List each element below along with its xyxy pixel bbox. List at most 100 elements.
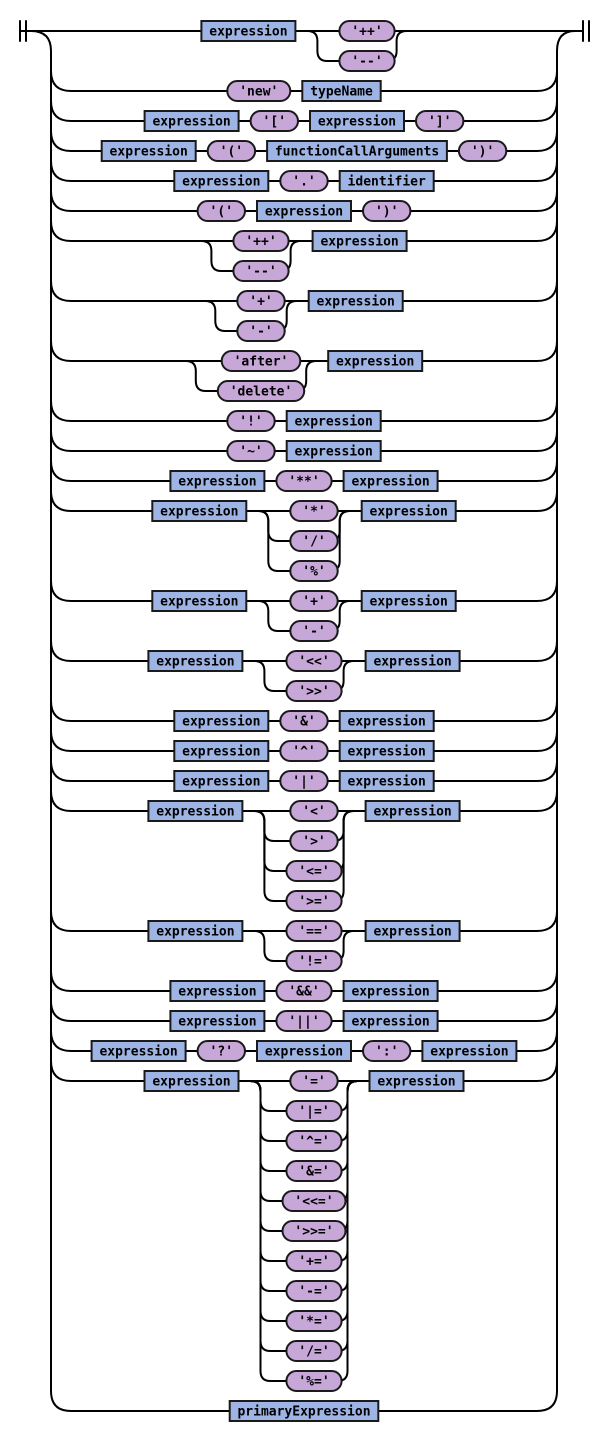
nonterminal-expression: expression [147, 920, 244, 942]
nonterminal-expression: expression [307, 290, 404, 312]
terminal-label: '**' [288, 475, 319, 490]
nonterminal-label: expression [295, 445, 373, 460]
terminal-label: '(' [210, 205, 233, 220]
terminal-amp-amp: '&&' [275, 980, 333, 1002]
terminal-label: ':' [375, 1045, 398, 1060]
terminal-caret: '^' [279, 740, 329, 762]
terminal-label: '*=' [298, 1315, 329, 1330]
terminal-slash: '/' [289, 530, 339, 552]
terminal-label: '<' [302, 805, 325, 820]
nonterminal-label: expression [317, 295, 395, 310]
terminal-minus-minus: '--' [232, 260, 290, 282]
terminal-pipe-pipe: '||' [275, 1010, 333, 1032]
nonterminal-expression: expression [338, 710, 435, 732]
terminal-label: '>>' [298, 685, 329, 700]
nonterminal-label: expression [351, 1015, 429, 1030]
nonterminal-label: expression [160, 595, 238, 610]
nonterminal-label: identifier [348, 175, 426, 190]
terminal-label: '!=' [298, 955, 329, 970]
terminal-label: '--' [351, 55, 382, 70]
terminal-label: '|=' [298, 1105, 329, 1120]
terminal-label: '-' [302, 625, 325, 640]
nonterminal-typeName: typeName [301, 80, 382, 102]
terminal-plus-eq: '+=' [285, 1250, 343, 1272]
nonterminal-expression: expression [342, 470, 439, 492]
terminal-caret-eq: '^=' [285, 1130, 343, 1152]
terminal-plus: '+' [236, 290, 286, 312]
nonterminal-expression: expression [368, 1070, 465, 1092]
nonterminal-expression: expression [173, 770, 270, 792]
nonterminal-label: expression [152, 115, 230, 130]
nonterminal-label: expression [373, 655, 451, 670]
terminal-label: '=' [302, 1075, 325, 1090]
nonterminal-label: expression [348, 715, 426, 730]
terminal-label: '*' [302, 505, 325, 520]
terminal-rbracket: ']' [415, 110, 465, 132]
terminal-label: '>=' [298, 895, 329, 910]
terminal-lparen: '(' [206, 140, 257, 162]
nonterminal-expression: expression [169, 470, 266, 492]
nonterminal-label: expression [182, 175, 260, 190]
terminal-label: '%=' [298, 1375, 329, 1390]
nonterminal-label: expression [178, 1015, 256, 1030]
terminal-label: '&=' [298, 1165, 329, 1180]
terminal-label: '^=' [298, 1135, 329, 1150]
terminal-label: '-=' [298, 1285, 329, 1300]
terminal-label: ')' [471, 145, 494, 160]
nonterminal-expression: expression [256, 200, 352, 222]
terminal-label: '+=' [298, 1255, 329, 1270]
nonterminal-expression: expression [151, 590, 248, 612]
terminal-label: '|' [292, 775, 315, 790]
terminal-rparen: ')' [362, 200, 412, 222]
terminal-lt-lt: '<<' [285, 650, 343, 672]
nonterminal-expression: expression [200, 20, 297, 42]
terminal-bang-eq: '!=' [285, 950, 343, 972]
nonterminal-label: expression [430, 1045, 508, 1060]
terminal-eq-eq: '==' [285, 920, 343, 942]
terminal-label: '==' [298, 925, 329, 940]
nonterminal-label: expression [318, 115, 396, 130]
terminal-lt: '<' [289, 800, 339, 822]
nonterminal-expression: expression [147, 650, 244, 672]
nonterminal-label: expression [295, 415, 373, 430]
terminal-label: '<<' [298, 655, 329, 670]
terminal-label: '>>=' [294, 1225, 333, 1240]
terminal-plus: '+' [289, 590, 339, 612]
terminal-minus-eq: '-=' [285, 1280, 343, 1302]
terminal-label: '^' [292, 745, 315, 760]
terminal-label: '[' [263, 115, 286, 130]
nonterminal-expression: expression [364, 800, 461, 822]
terminal-n-e-w: 'new' [226, 80, 292, 102]
terminal-label: '/' [302, 535, 325, 550]
nonterminal-expression: expression [338, 740, 435, 762]
terminal-lt-eq: '<=' [285, 860, 343, 882]
nonterminal-label: expression [152, 1075, 230, 1090]
nonterminal-expression: expression [100, 140, 197, 162]
nonterminal-label: typeName [310, 85, 373, 100]
nonterminal-label: expression [373, 805, 451, 820]
terminal-minus: '-' [236, 320, 286, 342]
nonterminal-expression: expression [338, 770, 435, 792]
nonterminal-expression: expression [173, 740, 270, 762]
nonterminal-expression: expression [285, 410, 382, 432]
terminal-label: '+' [249, 295, 272, 310]
nonterminal-label: functionCallArguments [275, 145, 439, 160]
terminal-label: '%' [302, 565, 325, 580]
nonterminal-identifier: identifier [338, 170, 435, 192]
nonterminal-expression: expression [173, 170, 270, 192]
terminal-label: 'new' [239, 85, 278, 100]
nonterminal-label: expression [370, 595, 448, 610]
terminal-label: '-' [249, 325, 272, 340]
nonterminal-expression: expression [143, 1070, 240, 1092]
terminal-lt-lt-eq: '<<=' [281, 1190, 347, 1212]
terminal-rparen: ')' [457, 140, 508, 162]
nonterminal-label: expression [348, 745, 426, 760]
nonterminal-expression: expression [309, 110, 405, 132]
nonterminal-expression: expression [342, 980, 439, 1002]
nonterminal-label: expression [182, 775, 260, 790]
nonterminal-expression: expression [311, 230, 408, 252]
terminal-amp-eq: '&=' [285, 1160, 343, 1182]
nonterminal-expression: expression [90, 1040, 187, 1062]
nonterminal-label: expression [209, 25, 287, 40]
terminal-label: '<<=' [294, 1195, 333, 1210]
